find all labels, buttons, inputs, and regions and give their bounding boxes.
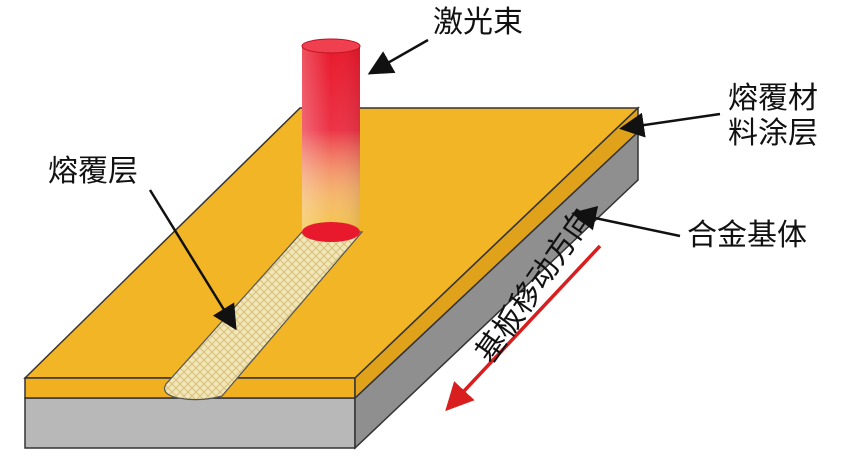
coating-material-label: 熔覆材 料涂层 [728,81,818,151]
laser-spot [302,222,360,242]
coating-leader [619,112,721,138]
laser-beam [301,38,361,242]
cladding-track [163,231,364,401]
substrate-leader [571,205,681,238]
laser-beam-label: 激光束 [433,5,523,40]
substrate-front-face [24,397,356,449]
alloy-substrate-label: 合金基体 [687,218,807,253]
cladding-leader [148,189,237,331]
cladding-layer-label: 熔覆层 [48,154,138,189]
motion-direction-arrow [445,244,602,412]
coating-material-label-line1: 熔覆材 [728,81,818,116]
coating-material-label-line2: 料涂层 [728,115,818,151]
laser-leader [367,38,429,75]
